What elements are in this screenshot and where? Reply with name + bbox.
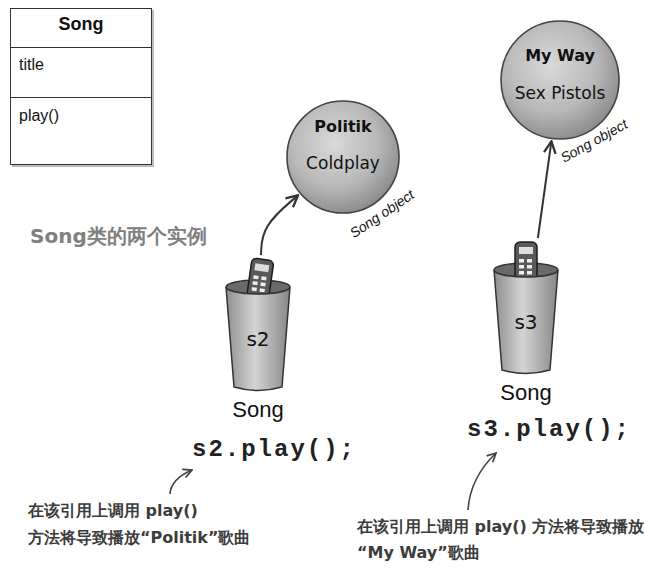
reference-cup: s2Song — [222, 255, 294, 425]
caption-note: Song类的两个实例 — [30, 224, 207, 248]
variable-name: s2 — [222, 327, 294, 351]
reference-arrow — [261, 195, 298, 255]
remote-button — [261, 276, 266, 280]
class-name: Song — [11, 14, 151, 36]
remote-button — [252, 287, 257, 291]
compartment-divider — [11, 47, 151, 48]
remote-button — [252, 281, 257, 285]
method-name: play() — [19, 106, 59, 125]
cup-outline — [490, 238, 562, 378]
compartment-divider — [11, 97, 151, 98]
leader-arrow — [468, 453, 496, 510]
reference-arrow — [538, 141, 552, 238]
remote-button — [519, 271, 524, 275]
type-name: Song — [490, 380, 562, 406]
remote-button — [519, 265, 524, 269]
song-title: Politik — [286, 117, 400, 136]
circle-outline — [500, 20, 620, 140]
code-line: s2.play(); — [192, 436, 356, 465]
remote-button — [253, 275, 258, 279]
object-shape — [501, 21, 619, 139]
object-circle: PolitikColdplaySong object — [286, 100, 400, 214]
object-shape — [287, 101, 399, 213]
remote-screen — [254, 263, 269, 272]
remote-button — [519, 259, 524, 263]
remote-button — [527, 271, 532, 275]
remote-button — [527, 259, 532, 263]
annotation-note: 在该引用上调用 play() 方法将导致播放“My Way”歌曲 — [357, 514, 645, 566]
remote-button — [527, 265, 532, 269]
reference-cup: s3Song — [490, 238, 562, 408]
artist-name: Sex Pistols — [500, 83, 620, 103]
field-name: title — [19, 55, 44, 74]
cup-outline — [222, 255, 294, 395]
code-line: s3.play(); — [467, 416, 631, 445]
leader-arrow — [170, 470, 192, 494]
artist-name: Coldplay — [286, 153, 400, 173]
variable-name: s3 — [490, 310, 562, 334]
annotation-note: 在该引用上调用 play() 方法将导致播放“Politik”歌曲 — [28, 497, 298, 551]
song-title: My Way — [500, 46, 620, 65]
object-circle: My WaySex PistolsSong object — [500, 20, 620, 140]
remote-button — [260, 282, 265, 286]
class-box: Song title play() — [10, 8, 152, 165]
remote-screen — [519, 247, 533, 254]
type-name: Song — [222, 397, 294, 423]
remote-button — [259, 288, 264, 292]
